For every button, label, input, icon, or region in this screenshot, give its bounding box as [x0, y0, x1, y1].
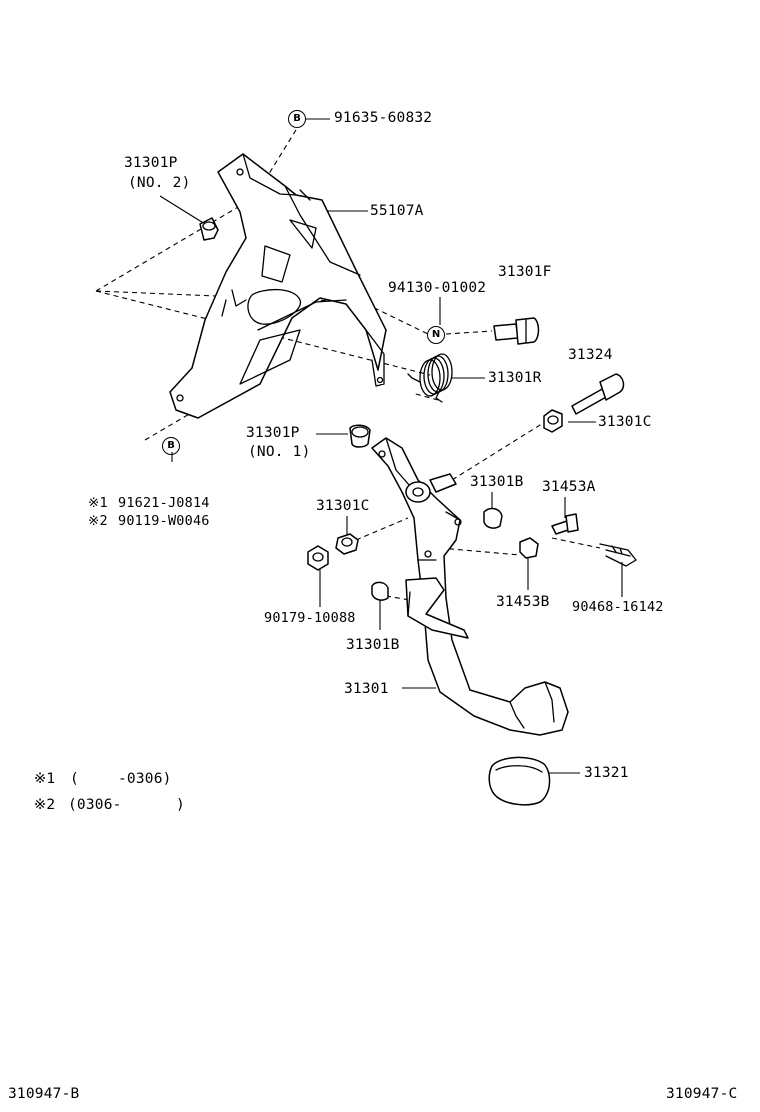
label-31301b-right: 31301B	[470, 474, 524, 490]
label-55107a: 55107A	[370, 203, 424, 219]
label-31301c-right: 31301C	[598, 414, 652, 430]
bushing-no2	[199, 217, 219, 241]
return-spring	[407, 353, 453, 403]
label-91635-60832: 91635-60832	[334, 110, 433, 126]
pedal-pad	[488, 756, 551, 806]
cushion-bottom	[371, 581, 389, 601]
label-31301: 31301	[344, 681, 389, 697]
pin-31453a	[551, 513, 579, 535]
label-31453b: 31453B	[496, 594, 550, 610]
reference-lines	[95, 129, 601, 601]
note2-close: )	[176, 797, 185, 813]
note1-open: (	[70, 771, 79, 787]
label-31324: 31324	[568, 347, 613, 363]
alt2-mark: ※2	[88, 513, 108, 529]
alt1-mark: ※1	[88, 495, 108, 511]
collar-left	[335, 533, 359, 555]
bushing-31453b	[519, 537, 539, 559]
note2-mark: ※2	[34, 797, 56, 813]
label-31301c-left: 31301C	[316, 498, 370, 514]
label-31301p-no1: 31301P	[246, 425, 300, 441]
note1-range: -0306)	[118, 771, 172, 787]
label-90468-16142: 90468-16142	[572, 599, 664, 615]
collar-right	[543, 409, 563, 433]
label-31301b-bottom: 31301B	[346, 637, 400, 653]
label-91621-j0814: 91621-J0814	[118, 495, 210, 511]
bushing-no1	[349, 424, 371, 448]
label-90179-10088: 90179-10088	[264, 610, 356, 626]
label-90119-w0046: 90119-W0046	[118, 513, 210, 529]
brake-pedal	[371, 437, 569, 736]
label-31453a: 31453A	[542, 479, 596, 495]
note1-mark: ※1	[34, 771, 56, 787]
label-31301p-no2-sub: (NO. 2)	[128, 175, 191, 191]
note2-range: (0306-	[68, 797, 122, 813]
stop-bolt	[571, 373, 625, 415]
label-94130-01002: 94130-01002	[388, 280, 487, 296]
label-31301r: 31301R	[488, 370, 542, 386]
label-31321: 31321	[584, 765, 629, 781]
marker-b-top: B	[288, 110, 306, 128]
label-31301p-no2: 31301P	[124, 155, 178, 171]
bolt-31301f	[493, 317, 540, 345]
clip	[599, 543, 637, 567]
label-31301p-no1-sub: (NO. 1)	[248, 444, 311, 460]
cushion-right	[483, 507, 503, 529]
footer-code-left: 310947-B	[8, 1086, 80, 1102]
leader-lines	[159, 118, 623, 774]
nut-90179	[307, 545, 329, 571]
marker-b-bottom: B	[162, 437, 180, 455]
label-31301f: 31301F	[498, 264, 552, 280]
marker-n: N	[427, 326, 445, 344]
footer-code-right: 310947-C	[666, 1086, 738, 1102]
pedal-bracket	[169, 153, 387, 419]
